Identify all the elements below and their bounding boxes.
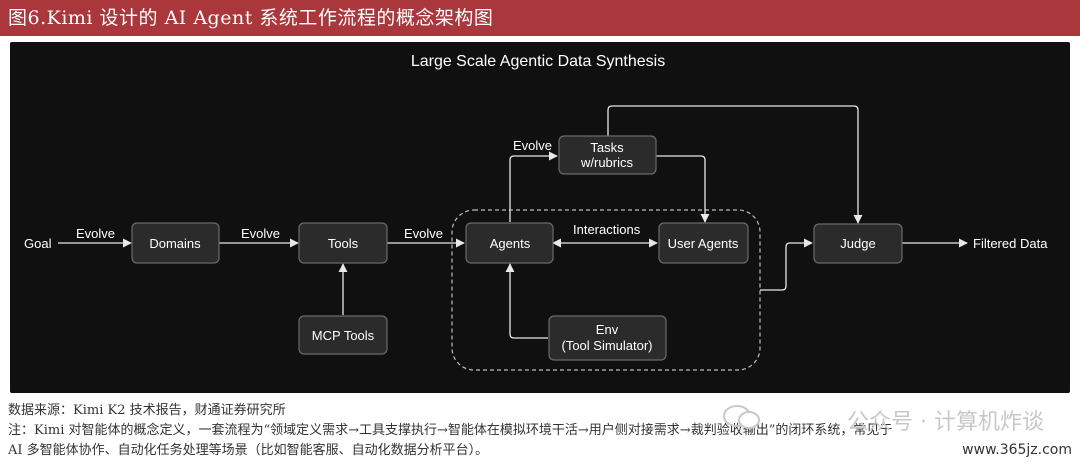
evolve-label-4: Evolve [513,138,552,153]
node-domains [131,222,220,264]
edge-loop-judge [760,238,813,291]
node-user-agents [658,222,749,264]
diagram-title: Large Scale Agentic Data Synthesis [411,53,665,70]
node-agents-label: Agents [490,236,531,251]
node-env-label-1: Env [596,322,619,337]
edge-tasks-user-agents [656,155,710,223]
node-judge [813,223,903,264]
node-mcp-tools-label: MCP Tools [312,328,375,343]
node-tasks [558,135,657,175]
goal-label: Goal [24,236,52,251]
node-agents [465,222,554,264]
evolve-label-1: Evolve [76,226,115,241]
source-note: 数据来源：Kimi K2 技术报告，财通证券研究所 [8,403,286,418]
node-tasks-label-1: Tasks [590,140,624,155]
interactions-label: Interactions [573,222,641,237]
watermark-text: 公众号 · 计算机炸谈 [847,410,1044,435]
node-domains-label: Domains [149,236,201,251]
edge-agents-env [505,263,548,339]
node-judge-label: Judge [840,236,875,251]
figure-header: 图6.Kimi 设计的 AI Agent 系统工作流程的概念架构图 [0,0,1080,36]
node-tools-label: Tools [328,236,359,251]
node-env-label-2: (Tool Simulator) [561,338,652,353]
node-user-agents-label: User Agents [668,236,739,251]
definition-note-continued: AI 多智能体协作、自动化任务处理等场景（比如智能客服、自动化数据分析平台）。 [8,443,489,458]
site-watermark: www.365jz.com [962,442,1072,458]
evolve-label-2: Evolve [241,226,280,241]
agent-loop-boundary [451,209,761,371]
edge-agents-tasks [509,151,558,222]
definition-note: 注：Kimi 对智能体的概念定义，一套流程为“领域定义需求→工具支撑执行→智能体… [8,423,893,438]
edge-tasks-judge [607,105,863,224]
evolve-label-3: Evolve [404,226,443,241]
diagram-panel [10,42,1070,393]
node-mcp-tools [298,315,388,355]
figure-title: 图6.Kimi 设计的 AI Agent 系统工作流程的概念架构图 [8,7,494,29]
filtered-data-label: Filtered Data [973,236,1048,251]
node-env [548,315,667,361]
architecture-diagram: Large Scale Agentic Data Synthesis Domai… [24,53,1048,371]
node-tools [298,222,388,264]
node-tasks-label-2: w/rubrics [580,155,634,170]
wechat-icon [723,405,760,429]
